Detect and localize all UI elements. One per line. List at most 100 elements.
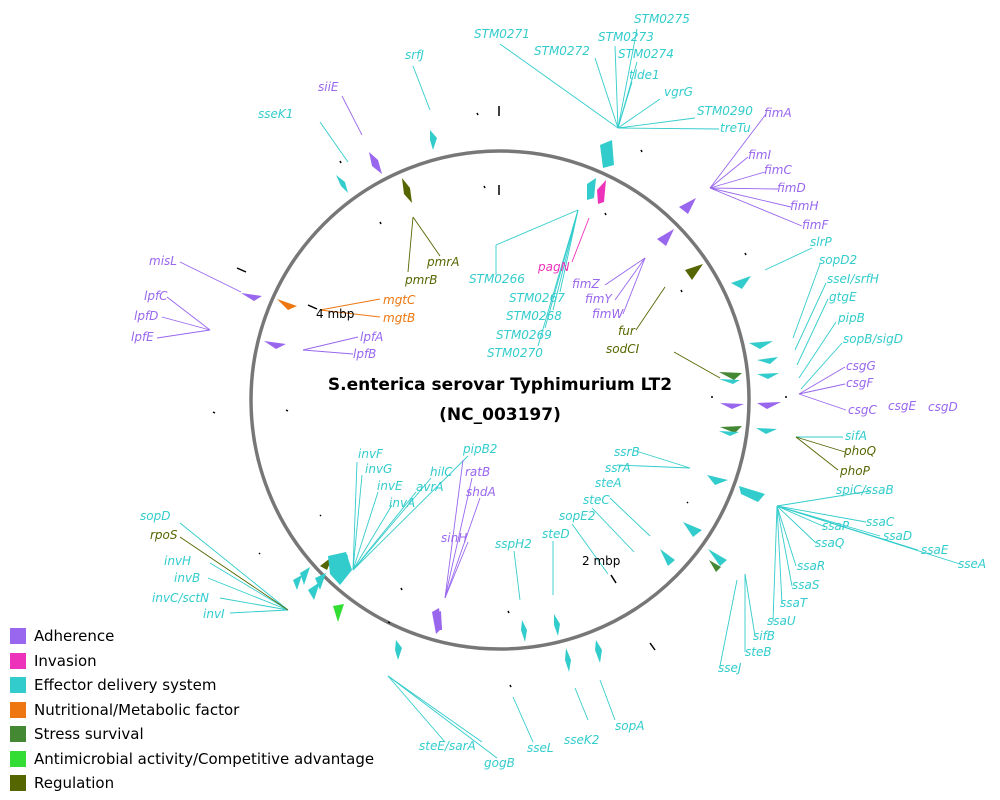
legend-label: Nutritional/Metabolic factor: [34, 700, 240, 719]
gene-label: STM0271: [474, 27, 530, 41]
gene-marker: [277, 299, 297, 310]
gene-label: gtgE: [829, 290, 857, 304]
gene-marker: [336, 555, 348, 576]
gene-label: rpoS: [150, 528, 178, 542]
gene-label: STM0273: [598, 30, 654, 44]
gene-label: fimA: [764, 106, 792, 120]
gene-marker: [436, 611, 442, 630]
gene-label: phoQ: [843, 444, 876, 458]
gene-marker: [315, 573, 326, 590]
gene-label: invB: [174, 571, 200, 585]
gene-label: sseK1: [258, 107, 293, 121]
gene-label: steC: [583, 493, 610, 507]
tick-marks: [212, 106, 787, 688]
gene-label: mgtC: [383, 293, 416, 307]
gene-label: avrA: [416, 480, 444, 494]
gene-marker: [739, 486, 765, 502]
gene-marker: [708, 549, 727, 566]
gene-label: ssaE: [921, 543, 949, 557]
gene-label: steA: [595, 476, 622, 490]
gene-label: ssaD: [883, 529, 912, 543]
gene-marker: [241, 293, 262, 301]
gene-label: mgtB: [383, 311, 415, 325]
gene-label: gogB: [484, 756, 515, 770]
gene-label: ssrA: [605, 461, 631, 475]
gene-marker: [554, 614, 560, 636]
gene-label: lpfE: [131, 330, 154, 344]
gene-marker: [657, 229, 674, 246]
gene-label: sopE2: [559, 509, 595, 523]
gene-marker: [369, 152, 382, 174]
gene-label: ssaP: [822, 519, 850, 533]
gene-label: fur: [618, 324, 636, 338]
gene-marker: [600, 140, 614, 168]
gene-label: ssaC: [866, 515, 895, 529]
gene-label: tlde1: [629, 68, 660, 82]
legend-label: Stress survival: [34, 725, 144, 744]
gene-label: sifA: [845, 429, 867, 443]
legend-swatch: [10, 652, 26, 669]
gene-label: invH: [164, 554, 191, 568]
gene-label: fimI: [748, 148, 771, 162]
gene-label: siiE: [318, 80, 339, 94]
gene-label: sseJ: [718, 661, 742, 675]
legend-label: Antimicrobial activity/Competitive advan…: [34, 749, 375, 768]
gene-label: csgG: [846, 359, 876, 373]
legend-item: Nutritional/Metabolic factor: [10, 698, 374, 723]
gene-marker: [328, 552, 352, 585]
gene-label: STM0268: [506, 309, 562, 323]
gene-marker: [720, 426, 742, 433]
gene-marker: [333, 604, 344, 622]
gene-label: fimY: [585, 292, 613, 306]
gene-label: STM0266: [469, 272, 525, 286]
legend-swatch: [10, 677, 26, 694]
legend-swatch: [10, 775, 26, 792]
gene-label: misL: [149, 254, 177, 268]
gene-label: shdA: [466, 485, 496, 499]
gene-marker: [565, 648, 571, 672]
gene-label: fimC: [764, 163, 792, 177]
gene-marker: [660, 549, 675, 566]
gene-label: spiC/ssaB: [836, 483, 894, 497]
gene-label: hilC: [430, 465, 453, 479]
legend-swatch: [10, 750, 26, 767]
gene-label: STM0274: [618, 47, 674, 61]
gene-marker: [731, 276, 751, 289]
gene-label: sspH2: [495, 537, 532, 551]
gene-marker: [683, 522, 702, 537]
gene-label: pagN: [537, 260, 570, 274]
gene-marker: [597, 180, 606, 204]
gene-marker: [719, 379, 740, 384]
gene-marker: [756, 428, 777, 434]
gene-label: sopB/sigD: [843, 332, 903, 346]
gene-label: sopD2: [819, 253, 857, 267]
gene-marker: [679, 198, 696, 214]
gene-label: invA: [389, 496, 415, 510]
gene-label: invE: [377, 479, 403, 493]
gene-label: fimD: [777, 181, 806, 195]
gene-label: invF: [358, 447, 384, 461]
legend-label: Invasion: [34, 651, 97, 670]
gene-label: pmrB: [404, 273, 437, 287]
legend-swatch: [10, 628, 26, 645]
gene-label: pipB2: [462, 442, 497, 456]
gene-label: sseK2: [564, 733, 599, 747]
gene-label: sopA: [615, 719, 644, 733]
genome-backbone-circle: [249, 149, 751, 651]
gene-label: STM0275: [634, 12, 690, 26]
gene-marker: [595, 640, 602, 663]
gene-label: lpfA: [360, 330, 383, 344]
gene-label: lpfD: [134, 309, 158, 323]
gene-marker: [430, 130, 437, 150]
gene-label: ssaT: [780, 596, 809, 610]
legend-swatch: [10, 726, 26, 743]
gene-label: invG: [365, 462, 392, 476]
scale-label-2mbp: 2 mbp: [582, 554, 620, 568]
gene-label: ssaU: [767, 614, 796, 628]
gene-markers: [241, 130, 781, 672]
gene-marker: [293, 575, 302, 590]
chart-subtitle: (NC_003197): [439, 405, 561, 425]
gene-label: slrP: [810, 235, 833, 249]
